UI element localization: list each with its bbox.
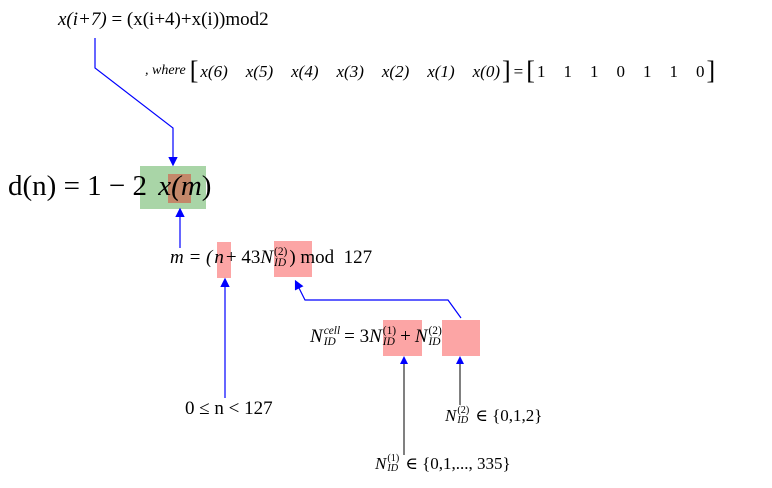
sequence-lhs: d(n) = 1 − 2 — [8, 170, 148, 202]
m-plus: + 43 — [225, 247, 261, 269]
n-highlight — [217, 242, 231, 278]
initial-state: , where [ x(6)x(5)x(4)x(3)x(2)x(1)x(0) ]… — [145, 56, 716, 85]
m-lhs: m = ( — [170, 247, 213, 269]
m-tail: ) mod 127 — [289, 247, 373, 269]
state-value: 0 — [616, 61, 625, 81]
state-term: x(4) — [291, 61, 319, 81]
state-value: 1 — [589, 61, 599, 81]
arrow-recurrence-to-x — [94, 38, 178, 167]
sequence-equation: d(n) = 1 − 2 x(m) — [8, 170, 212, 202]
m-nid2: N(2)ID — [260, 246, 288, 269]
nid1-range: N(1)ID ∈ {0,1,..., 335} — [375, 453, 511, 474]
n-range: 0 ≤ n < 127 — [185, 398, 273, 419]
cell-eq: = 3 — [344, 326, 370, 348]
state-term: x(0) — [472, 61, 500, 81]
state-value: 1 — [536, 61, 546, 81]
where-label: , where — [145, 63, 186, 78]
state-term: x(5) — [245, 61, 274, 81]
sequence-x: x( — [158, 170, 181, 202]
cell-plus: + — [400, 326, 411, 348]
nid2-range: N(2)ID ∈ {0,1,2} — [445, 405, 543, 426]
nid1-highlight — [383, 320, 422, 356]
state-value: 1 — [642, 61, 652, 81]
state-value: 1 — [669, 61, 678, 81]
nid2: N(2)ID — [414, 325, 442, 348]
nid2-highlight-cell — [442, 320, 480, 356]
state-value: 1 — [563, 61, 572, 81]
sequence-m: m — [180, 170, 202, 202]
nid1: N(1)ID — [369, 325, 397, 348]
state-term: x(3) — [336, 61, 364, 81]
recurrence-equation: x(i+7) = (x(i+4)+x(i))mod2 — [58, 10, 269, 29]
nid2-highlight-m — [274, 241, 312, 277]
state-term: x(2) — [381, 61, 410, 81]
arrow-nid2-to-m — [294, 279, 462, 319]
state-value: 0 — [695, 61, 705, 81]
recurrence-lhs: x(i+7) — [58, 9, 107, 30]
m-equation: m = ( n + 43 N(2)ID ) mod 127 — [170, 246, 373, 269]
state-term: x(1) — [427, 61, 455, 81]
state-term: x(6) — [200, 61, 228, 81]
recurrence-rhs: = (x(i+4)+x(i))mod2 — [111, 9, 269, 30]
m-highlight — [168, 174, 191, 203]
m-n: n — [214, 247, 224, 269]
